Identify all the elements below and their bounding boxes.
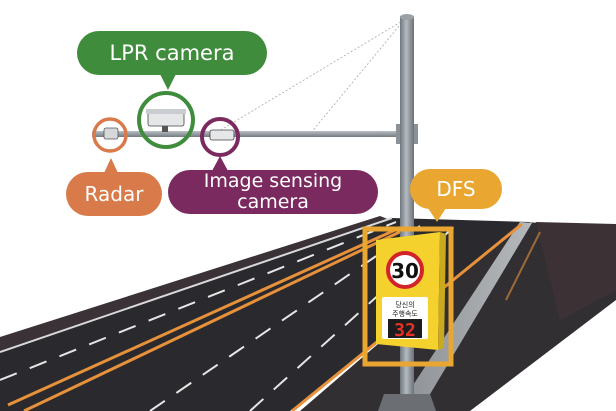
- korean-label-line2: 주행속도: [392, 309, 418, 318]
- radar-pointer: [104, 158, 118, 173]
- road-right-strip: [536, 222, 616, 320]
- lpr-pointer: [160, 74, 176, 90]
- image-sensing-label-line2: camera: [237, 191, 309, 213]
- center-line-1: [7, 224, 405, 407]
- dfs-sign-side: [438, 232, 446, 350]
- image-sensing-camera-body: [209, 129, 235, 141]
- lpr-highlight-ring: [137, 91, 195, 149]
- speed-limit-value: 30: [391, 259, 419, 283]
- dfs-sign: 30 당신의 주행속도 32: [362, 226, 454, 367]
- edge-line-left: [0, 217, 393, 353]
- lpr-camera-label-text: LPR camera: [109, 41, 235, 65]
- dfs-pointer: [428, 208, 446, 222]
- support-cable-1: [213, 19, 405, 135]
- radar-label: Radar: [66, 172, 162, 216]
- center-line-2: [23, 226, 409, 411]
- support-cable-2: [309, 19, 405, 135]
- radar-device: [103, 127, 119, 140]
- speed-led-value: 32: [394, 320, 416, 341]
- dfs-label: DFS: [410, 169, 502, 209]
- speed-led-screen: [388, 319, 422, 338]
- lane-dash-1: [0, 221, 397, 381]
- lpr-camera-label: LPR camera: [77, 31, 267, 75]
- lpr-camera-hood: [146, 109, 186, 114]
- gantry-arm: [92, 131, 410, 137]
- image-sensing-label-line1: Image sensing: [203, 170, 343, 192]
- road: [0, 216, 616, 411]
- image-sensing-highlight-ring: [200, 117, 240, 157]
- lpr-camera-mount: [162, 126, 168, 132]
- pole-base: [378, 394, 436, 411]
- devices: [92, 91, 240, 157]
- edge-line-right-2: [505, 231, 541, 301]
- radar-highlight-ring: [92, 117, 128, 153]
- dfs-highlight-frame: [362, 226, 454, 367]
- dfs-label-text: DFS: [436, 177, 476, 201]
- image-sensing-camera-label: Image sensing camera: [168, 170, 378, 214]
- radar-label-text: Radar: [84, 182, 144, 206]
- image-sensing-pointer: [212, 156, 228, 171]
- speed-limit-ring: [386, 251, 424, 289]
- korean-label-line1: 당신의: [395, 300, 414, 309]
- lane-dash-2: [149, 225, 421, 411]
- pole-top: [400, 14, 414, 20]
- lpr-camera-body: [147, 111, 185, 127]
